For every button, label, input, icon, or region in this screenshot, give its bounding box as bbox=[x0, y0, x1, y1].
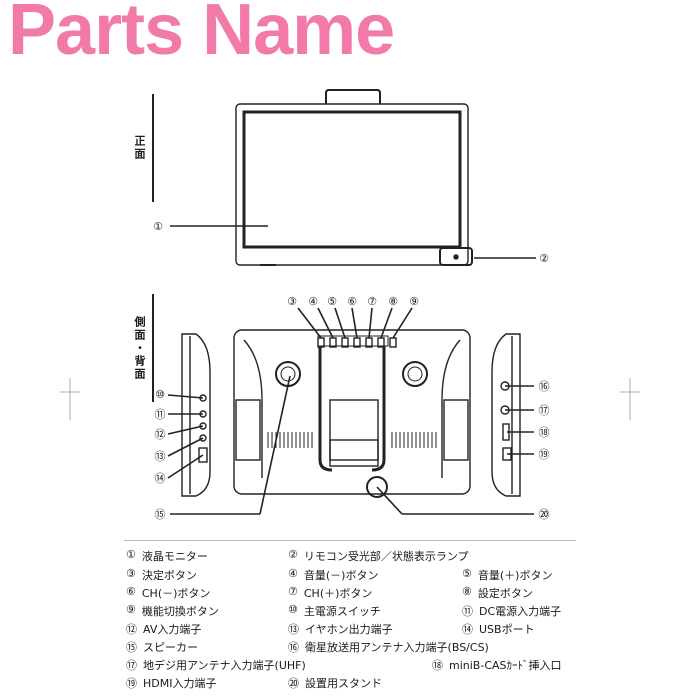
callout-11: ⑪ bbox=[155, 408, 166, 421]
callout-15: ⑮ bbox=[155, 508, 166, 521]
callout-14: ⑭ bbox=[155, 472, 166, 485]
callout-13: ⑬ bbox=[155, 450, 166, 463]
callout-7: ⑦ bbox=[367, 295, 377, 308]
callout-3: ③ bbox=[287, 295, 297, 308]
vent-grilles bbox=[267, 432, 437, 448]
callout-5: ⑤ bbox=[327, 295, 337, 308]
callout-1: ① bbox=[153, 220, 163, 233]
callout-4: ④ bbox=[308, 295, 318, 308]
stand-highlight bbox=[366, 476, 388, 498]
callout-19: ⑲ bbox=[539, 448, 550, 461]
callout-2: ② bbox=[539, 252, 549, 265]
callout-18: ⑱ bbox=[539, 426, 550, 439]
leader-lines bbox=[167, 225, 536, 515]
back-view-drawing bbox=[233, 329, 471, 498]
callout-17: ⑰ bbox=[539, 404, 550, 417]
side-back-view-label-text: 側面・背面 bbox=[133, 315, 146, 381]
front-view-label: 正面 bbox=[126, 94, 154, 202]
callout-markers: ① ② ③ ④ ⑤ ⑥ ⑦ ⑧ ⑨ ⑩ ⑪ ⑫ ⑬ ⑭ ⑮ ⑯ ⑰ ⑱ ⑲ ⑳ bbox=[153, 220, 549, 521]
left-side-drawing bbox=[181, 333, 211, 497]
callout-9: ⑨ bbox=[409, 295, 419, 308]
front-view-drawing bbox=[235, 89, 473, 266]
callout-6: ⑥ bbox=[347, 295, 357, 308]
speaker-right bbox=[402, 361, 428, 387]
crop-mark-left bbox=[60, 378, 80, 420]
callout-12: ⑫ bbox=[155, 428, 166, 441]
crop-mark-right bbox=[620, 378, 640, 420]
right-side-drawing bbox=[491, 333, 521, 497]
page-title: Parts Name bbox=[8, 0, 395, 70]
callout-16: ⑯ bbox=[539, 380, 550, 393]
callout-20: ⑳ bbox=[539, 508, 550, 521]
callout-8: ⑧ bbox=[388, 295, 398, 308]
stand-left bbox=[318, 346, 333, 472]
callout-10: ⑩ bbox=[155, 388, 165, 401]
front-view-label-text: 正面 bbox=[133, 135, 146, 161]
legend-divider bbox=[124, 540, 576, 541]
stand-right bbox=[371, 346, 386, 472]
side-back-view-label: 側面・背面 bbox=[126, 294, 154, 402]
